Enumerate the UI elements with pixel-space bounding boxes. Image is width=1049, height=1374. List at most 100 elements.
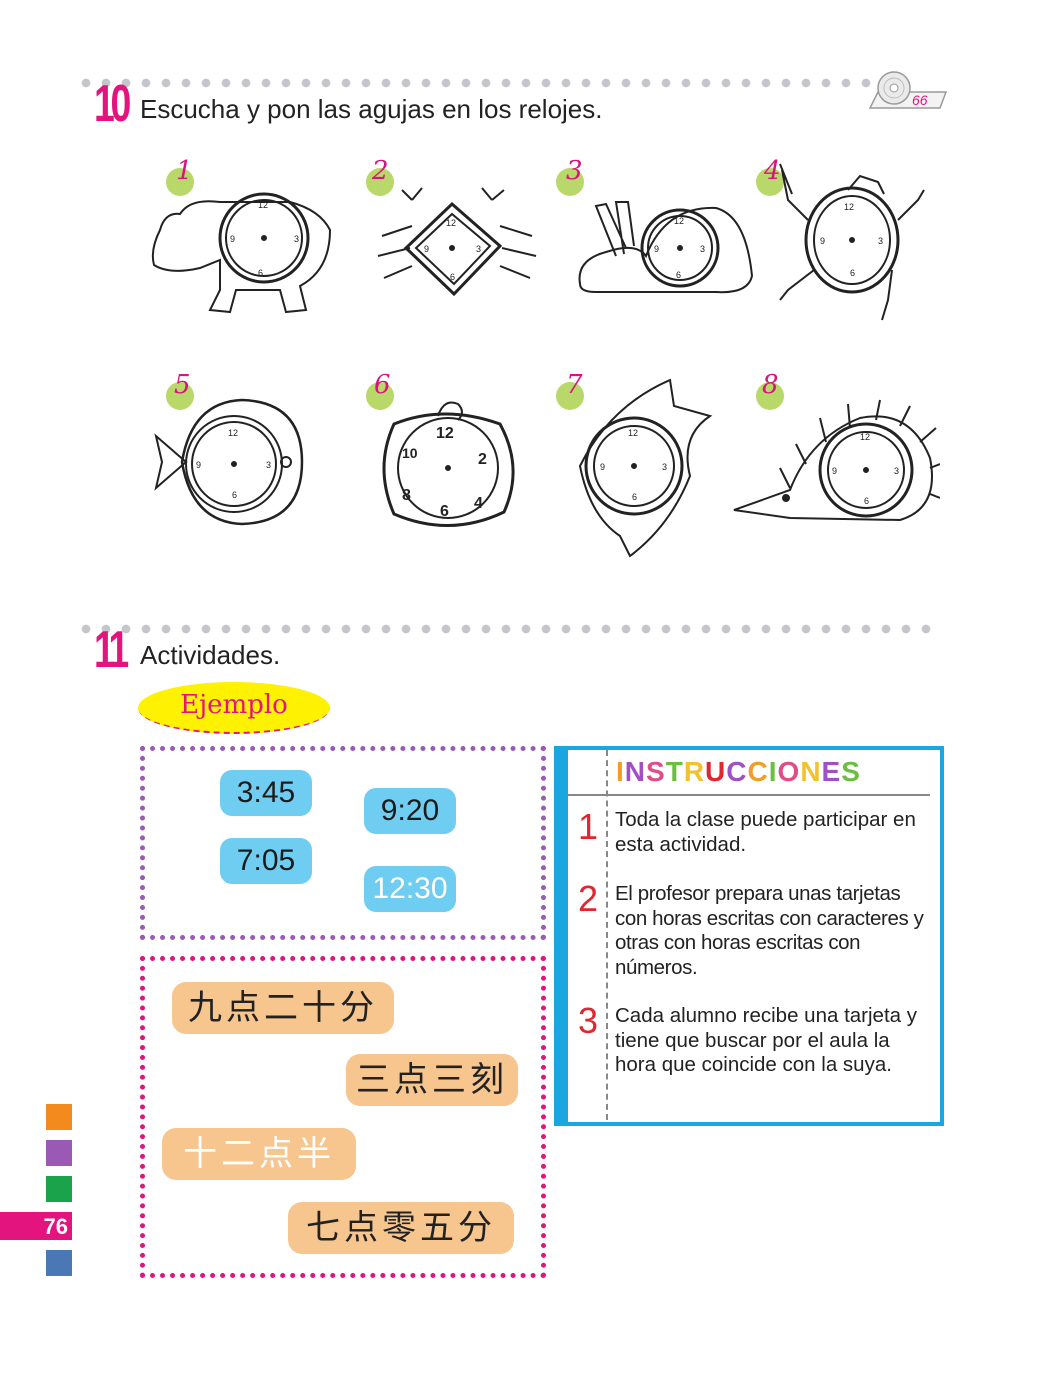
hippo-clock-icon[interactable]: 12 6 9 3 (140, 190, 340, 325)
dotted-rule (76, 78, 876, 88)
svg-text:3: 3 (476, 244, 481, 254)
svg-text:3: 3 (894, 466, 899, 476)
exercise-number: 10 (94, 75, 131, 133)
svg-text:3: 3 (878, 236, 883, 246)
frog-clock-icon[interactable]: 12 6 9 3 (778, 160, 928, 331)
svg-text:12: 12 (258, 200, 268, 210)
heading-letter: T (665, 756, 684, 787)
dotted-rule (76, 624, 936, 634)
svg-text:10: 10 (402, 445, 418, 461)
digital-times-box (140, 746, 546, 940)
svg-text:12: 12 (674, 216, 684, 226)
item-marker (556, 382, 584, 410)
fish-clock-icon[interactable]: 12 6 9 3 (152, 392, 312, 537)
color-tab (46, 1140, 72, 1166)
heading-letter: I (616, 756, 625, 787)
instructions-panel (554, 746, 944, 1126)
svg-text:12: 12 (628, 428, 638, 438)
time-card[interactable]: 九点二十分 (172, 982, 394, 1034)
angelfish-clock-icon[interactable]: 12 6 9 3 (570, 376, 720, 565)
step-text: Cada alumno recibe una tarjeta y tiene q… (615, 1004, 917, 1076)
heading-letter: N (800, 756, 822, 787)
step-number: 3 (578, 1000, 599, 1041)
svg-text:6: 6 (450, 272, 455, 282)
heading-letter: R (683, 756, 706, 787)
turtle-clock-icon[interactable]: 12 6 10 8 2 4 (374, 394, 524, 543)
exercise-number: 11 (94, 621, 129, 679)
svg-text:12: 12 (446, 218, 456, 228)
item-number: 1 (176, 156, 193, 186)
rabbit-clock-icon[interactable]: 12 6 9 3 (576, 196, 756, 305)
item-number: 4 (764, 156, 781, 186)
svg-text:6: 6 (258, 268, 263, 278)
item-number: 6 (374, 370, 391, 400)
time-card[interactable]: 9:20 (364, 788, 456, 834)
heading-letter: O (777, 756, 801, 787)
instructions-heading: INSTRUCCIONES (616, 756, 861, 788)
audio-cd-icon[interactable]: 66 (862, 70, 948, 114)
svg-text:9: 9 (600, 462, 605, 472)
crab-clock-icon[interactable]: 12 6 9 3 (372, 186, 542, 315)
step-number: 1 (578, 806, 599, 847)
item-marker (756, 382, 784, 410)
page-number-tab: 76 (0, 1212, 72, 1240)
item-number: 8 (762, 370, 779, 400)
svg-text:8: 8 (402, 487, 411, 504)
hedgehog-clock-icon[interactable]: 12 6 9 3 (730, 398, 941, 533)
time-card[interactable]: 7:05 (220, 838, 312, 884)
time-card[interactable]: 3:45 (220, 770, 312, 816)
heading-letter: N (624, 756, 647, 787)
heading-letter: S (841, 756, 861, 787)
heading-letter: E (821, 756, 842, 787)
svg-text:2: 2 (478, 451, 487, 468)
svg-text:9: 9 (424, 244, 429, 254)
heading-letter: S (646, 756, 666, 787)
svg-text:6: 6 (632, 492, 637, 502)
svg-text:9: 9 (820, 236, 825, 246)
svg-text:6: 6 (676, 270, 681, 280)
svg-text:6: 6 (440, 503, 449, 520)
color-tab (46, 1250, 72, 1276)
item-marker (556, 168, 584, 196)
svg-text:12: 12 (844, 202, 854, 212)
svg-text:9: 9 (196, 460, 201, 470)
item-marker (166, 168, 194, 196)
time-card[interactable]: 三点三刻 (346, 1054, 518, 1106)
item-marker (366, 168, 394, 196)
heading-letter: C (726, 756, 748, 787)
time-card[interactable]: 七点零五分 (288, 1202, 514, 1254)
example-label: Ejemplo (180, 690, 288, 720)
instructions-header-rule (568, 794, 930, 796)
svg-text:3: 3 (266, 460, 271, 470)
svg-text:6: 6 (850, 268, 855, 278)
svg-text:9: 9 (832, 466, 837, 476)
exercise-title: Actividades. (140, 640, 281, 670)
item-number: 2 (372, 156, 389, 186)
svg-text:12: 12 (436, 425, 454, 442)
svg-text:3: 3 (294, 234, 299, 244)
step-number: 2 (578, 878, 599, 919)
svg-text:9: 9 (654, 244, 659, 254)
time-card[interactable]: 12:30 (364, 866, 456, 912)
chinese-times-box (140, 956, 546, 1278)
svg-text:12: 12 (228, 428, 238, 438)
svg-text:12: 12 (860, 432, 870, 442)
audio-track-number: 66 (912, 92, 928, 108)
svg-text:4: 4 (474, 495, 483, 512)
page-number: 76 (43, 1214, 68, 1239)
example-badge: Ejemplo (138, 682, 330, 734)
item-marker (166, 382, 194, 410)
svg-text:3: 3 (662, 462, 667, 472)
color-tab (46, 1176, 72, 1202)
item-number: 7 (566, 370, 583, 400)
item-number: 5 (174, 370, 191, 400)
item-marker (366, 382, 394, 410)
svg-text:9: 9 (230, 234, 235, 244)
heading-letter: C (747, 756, 769, 787)
svg-text:3: 3 (700, 244, 705, 254)
time-card[interactable]: 十二点半 (162, 1128, 356, 1180)
step-text: El profesor prepara unas tarjetas con ho… (615, 882, 924, 979)
instructions-divider (606, 750, 608, 1120)
exercise-title: Escucha y pon las agujas en los relojes. (140, 94, 603, 124)
item-number: 3 (566, 156, 583, 186)
